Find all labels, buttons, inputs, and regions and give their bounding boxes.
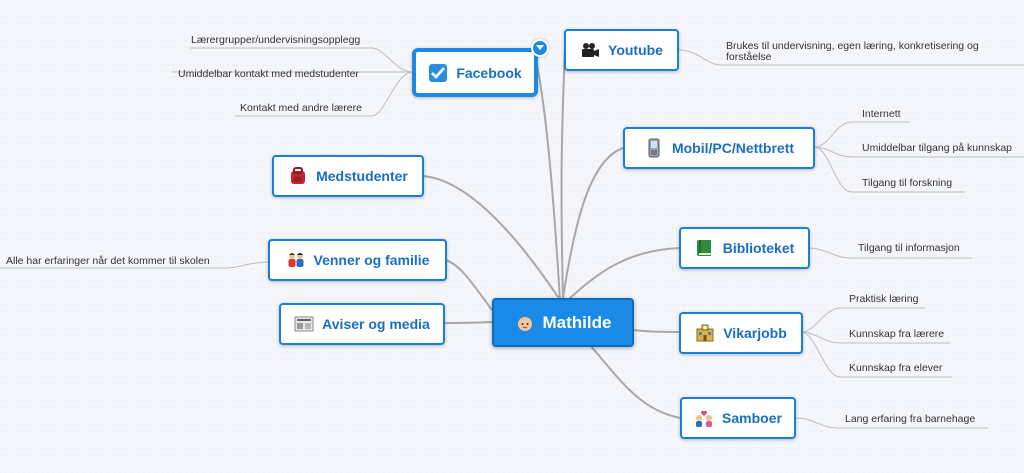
woman-face-icon — [515, 313, 535, 333]
subtopic-facebook-3[interactable]: Kontakt med andre lærere — [240, 102, 362, 114]
central-topic-label: Mathilde — [542, 312, 612, 332]
subtopic-facebook-2[interactable]: Umiddelbar kontakt med medstudenter — [178, 68, 359, 80]
checkbox-icon — [428, 63, 448, 83]
subtopic-youtube-1[interactable]: Brukes til undervisning, egen læring, ko… — [726, 40, 979, 52]
subtopic-mobil-3[interactable]: Tilgang til forskning — [862, 177, 953, 189]
subtopic-vikarjobb-1[interactable]: Praktisk læring — [849, 293, 919, 305]
topic-label: Biblioteket — [722, 240, 795, 256]
topic-venner-og-familie[interactable]: Venner og familie — [268, 239, 447, 281]
subtopic-biblioteket-1[interactable]: Tilgang til informasjon — [858, 242, 960, 254]
central-topic-mathilde[interactable]: Mathilde — [492, 298, 634, 347]
collapse-toggle-button[interactable] — [531, 39, 549, 57]
topic-mobil-pc-nettbrett[interactable]: Mobil/PC/Nettbrett — [623, 127, 815, 169]
subtopic-samboer-1[interactable]: Lang erfaring fra barnehage — [845, 413, 976, 425]
topic-label: Medstudenter — [316, 168, 408, 184]
book-icon — [695, 238, 715, 258]
topic-biblioteket[interactable]: Biblioteket — [679, 227, 810, 269]
backpack-icon — [288, 166, 308, 186]
subtopic-youtube-1-cont: forståelse — [726, 51, 772, 63]
topic-facebook[interactable]: Facebook — [412, 48, 538, 97]
newspaper-icon — [294, 314, 314, 334]
topic-samboer[interactable]: Samboer — [680, 397, 796, 439]
phone-icon — [644, 138, 664, 158]
video-camera-icon — [580, 40, 600, 60]
topic-label: Samboer — [722, 410, 782, 426]
topic-label: Youtube — [608, 42, 663, 58]
topic-label: Venner og familie — [313, 252, 430, 268]
topic-label: Facebook — [456, 64, 522, 81]
chevron-down-icon — [535, 39, 545, 57]
subtopic-vikarjobb-2[interactable]: Kunnskap fra lærere — [849, 328, 945, 340]
subtopic-mobil-1[interactable]: Internett — [862, 108, 901, 120]
subtopic-mobil-2[interactable]: Umiddelbar tilgang på kunnskap — [862, 142, 1013, 154]
subtopic-vikarjobb-3[interactable]: Kunnskap fra elever — [849, 362, 943, 374]
family-icon — [286, 250, 306, 270]
subtopic-venner-1[interactable]: Alle har erfaringer når det kommer til s… — [6, 255, 210, 267]
topic-label: Aviser og media — [322, 316, 430, 332]
school-building-icon — [695, 323, 715, 343]
topic-label: Mobil/PC/Nettbrett — [671, 140, 795, 156]
topic-youtube[interactable]: Youtube — [564, 29, 679, 71]
topic-medstudenter[interactable]: Medstudenter — [272, 155, 424, 197]
topic-label: Vikarjobb — [723, 325, 787, 341]
topic-aviser-og-media[interactable]: Aviser og media — [279, 303, 445, 345]
topic-vikarjobb[interactable]: Vikarjobb — [679, 312, 803, 354]
subtopic-facebook-1[interactable]: Lærergrupper/undervisningsopplegg — [191, 34, 361, 46]
couple-heart-icon — [694, 408, 714, 428]
